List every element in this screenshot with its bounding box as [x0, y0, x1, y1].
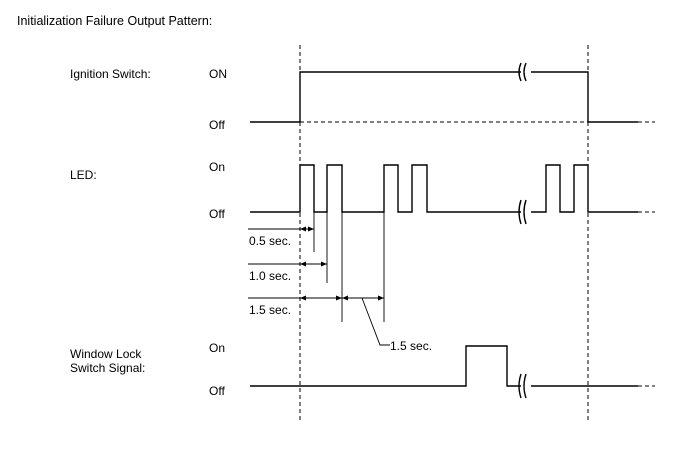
dim-1-0-label: 1.0 sec.	[249, 269, 291, 283]
ignition-waveform-part2	[531, 71, 638, 123]
ignition-break-marker	[518, 62, 527, 82]
dim-1-5b-leader	[361, 297, 390, 346]
ignition-off-level: Off	[209, 118, 225, 132]
window-lock-label-line2: Switch Signal:	[70, 361, 145, 375]
led-waveform-part2	[531, 164, 638, 213]
window-lock-label-line1: Window Lock	[70, 347, 142, 361]
dim-1-5a-label: 1.5 sec.	[249, 303, 291, 317]
window-lock-off-level: Off	[209, 384, 225, 398]
led-on-level: On	[209, 160, 225, 174]
led-off-level: Off	[209, 207, 225, 221]
dim-1-5b-arrow-left	[342, 295, 348, 301]
dim-1-5b-arrow-right	[378, 295, 384, 301]
window-lock-waveform-part1	[250, 345, 521, 387]
dim-1-5b-label: 1.5 sec.	[390, 339, 432, 353]
dim-0-5-arrow-right	[308, 226, 314, 232]
led-label: LED:	[70, 168, 97, 182]
dim-0-5-arrow-left	[300, 226, 306, 232]
led-break-marker	[518, 199, 527, 225]
ignition-waveform-part1	[250, 71, 521, 123]
window-lock-on-level: On	[209, 341, 225, 355]
dim-1-0-arrow-left	[300, 261, 306, 267]
ignition-switch-label: Ignition Switch:	[70, 67, 151, 81]
window-lock-break-marker	[518, 373, 527, 399]
diagram-title: Initialization Failure Output Pattern:	[17, 14, 212, 28]
dim-1-0-arrow-right	[321, 261, 327, 267]
led-waveform-part1	[250, 164, 521, 213]
dim-1-5a-arrow-right	[336, 295, 342, 301]
ignition-on-level: ON	[209, 67, 227, 81]
dim-0-5-label: 0.5 sec.	[249, 234, 291, 248]
dim-1-5a-arrow-left	[300, 295, 306, 301]
